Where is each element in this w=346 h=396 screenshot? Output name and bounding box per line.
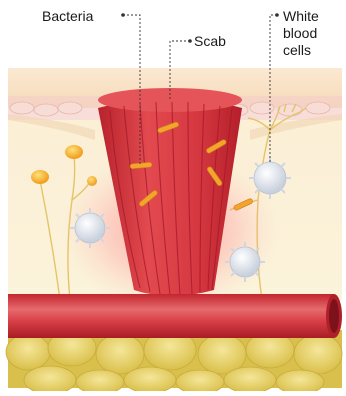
label-wbc-line1: White [283, 8, 319, 25]
nerve-ending [31, 170, 49, 184]
white-blood-cell [70, 208, 110, 248]
label-wbc-line2: blood [283, 25, 319, 42]
fat-layer [6, 330, 342, 391]
vessel-tube [8, 294, 334, 338]
label-bacteria: Bacteria [42, 8, 93, 24]
white-blood-cell [225, 242, 265, 282]
nerve-ending [65, 145, 83, 159]
scab-top [98, 88, 242, 112]
label-white-blood-cells: White blood cells [283, 8, 319, 59]
label-wbc-line3: cells [283, 42, 319, 59]
label-scab: Scab [194, 33, 226, 49]
white-blood-cell [249, 157, 291, 199]
blood-vessel [8, 294, 342, 338]
